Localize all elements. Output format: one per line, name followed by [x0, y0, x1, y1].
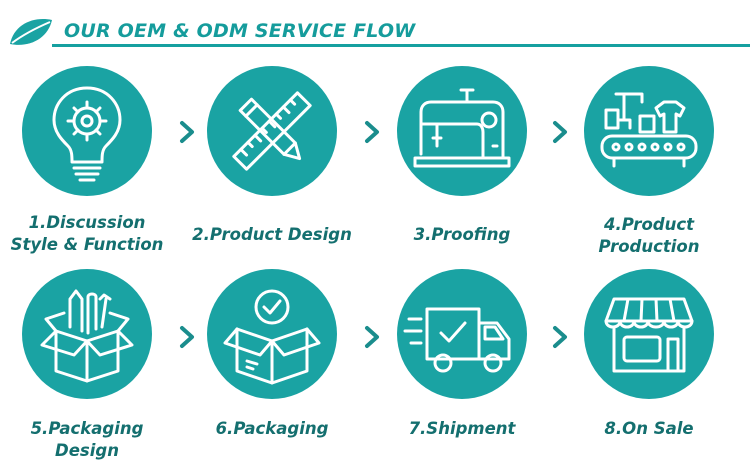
step-circle-packaging: [207, 269, 337, 399]
caption-line: 1.Discussion: [28, 213, 146, 232]
lightbulb-gear-icon: [52, 86, 122, 182]
chevron-right-icon: [553, 326, 567, 348]
caption-line: 6.Packaging: [215, 419, 329, 438]
chevron-right-icon: [553, 121, 567, 143]
step-circle-proofing: [397, 66, 527, 196]
chevron-right-icon: [365, 121, 379, 143]
step-circle-product-design: [207, 66, 337, 196]
step-caption-packaging-design: 5.Packaging Design: [7, 418, 167, 462]
chevron-right-icon: [365, 326, 379, 348]
step-circle-shipment: [397, 269, 527, 399]
step-caption-on-sale: 8.On Sale: [574, 418, 724, 440]
open-box-tools-icon: [40, 289, 134, 383]
caption-line: 5.Packaging: [30, 419, 144, 438]
caption-line: 3.Proofing: [413, 225, 511, 244]
step-circle-on-sale: [584, 269, 714, 399]
caption-line: Style & Function: [10, 235, 164, 254]
ruler-pencil-icon: [232, 91, 312, 171]
step-circle-discussion: [22, 66, 152, 196]
step-caption-proofing: 3.Proofing: [387, 224, 537, 246]
storefront-icon: [604, 297, 694, 373]
step-caption-production: 4.Product Production: [574, 214, 724, 258]
header-underline: [52, 44, 750, 47]
box-check-icon: [223, 289, 321, 385]
factory-conveyor-icon: [600, 92, 698, 168]
step-caption-packaging: 6.Packaging: [192, 418, 352, 440]
leaf-icon: [10, 19, 52, 45]
caption-line: 8.On Sale: [604, 419, 694, 438]
chevron-right-icon: [180, 326, 194, 348]
caption-line: 7.Shipment: [408, 419, 516, 438]
chevron-right-icon: [180, 121, 194, 143]
caption-line: 2.Product Design: [192, 225, 352, 244]
caption-line: 4.Product: [603, 215, 695, 234]
header-banner: OUR OEM & ODM SERVICE FLOW: [0, 0, 750, 50]
step-caption-discussion: 1.Discussion Style & Function: [7, 212, 167, 256]
caption-line: Design: [55, 441, 119, 460]
delivery-truck-icon: [403, 307, 511, 373]
step-caption-shipment: 7.Shipment: [387, 418, 537, 440]
page-title: OUR OEM & ODM SERVICE FLOW: [64, 20, 416, 42]
caption-line: Production: [598, 237, 700, 256]
step-circle-production: [584, 66, 714, 196]
step-caption-product-design: 2.Product Design: [187, 224, 357, 246]
sewing-machine-icon: [413, 88, 511, 168]
step-circle-packaging-design: [22, 269, 152, 399]
